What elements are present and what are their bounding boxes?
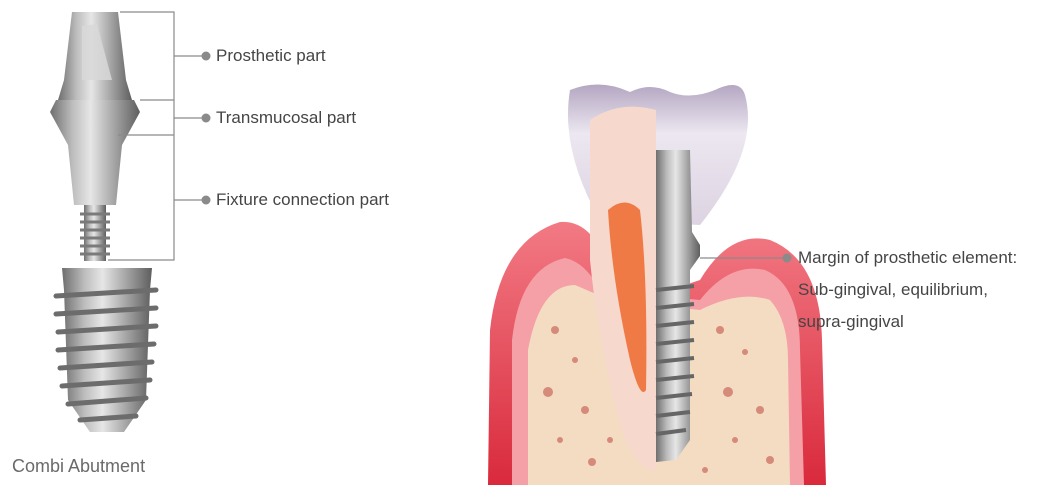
leader-dot xyxy=(202,52,211,61)
transmucosal-collar xyxy=(50,100,140,205)
leader-dot xyxy=(202,196,211,205)
leader-dot xyxy=(783,254,792,263)
margin-label-line2: Sub-gingival, equilibrium, xyxy=(798,279,988,301)
label-transmucosal-part: Transmucosal part xyxy=(216,107,356,129)
abutment-illustration xyxy=(50,12,211,432)
connection-screw xyxy=(80,205,110,261)
fixture-body xyxy=(56,268,156,432)
tooth-cross-section xyxy=(488,84,826,485)
margin-label-line1: Margin of prosthetic element: xyxy=(798,247,1017,269)
margin-label-line3: supra-gingival xyxy=(798,311,904,333)
caption-combi-abutment: Combi Abutment xyxy=(12,456,145,477)
label-prosthetic-part: Prosthetic part xyxy=(216,45,326,67)
label-fixture-connection-part: Fixture connection part xyxy=(216,189,389,211)
leader-dot xyxy=(202,114,211,123)
